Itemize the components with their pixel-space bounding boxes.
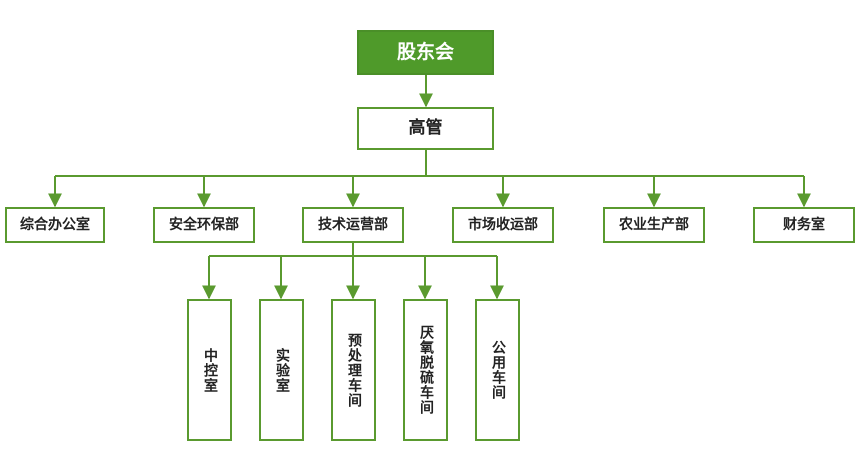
unit-pretreatment-node: 预处理车间 — [331, 299, 376, 441]
shareholders-meeting-node: 股东会 — [357, 30, 494, 75]
senior-management-label: 高管 — [408, 118, 443, 139]
dept-finance-node: 财务室 — [753, 207, 855, 243]
unit-anaerobic-desulfurization-node: 厌氧脱硫车间 — [403, 299, 448, 441]
unit-laboratory-label: 实验室 — [273, 347, 290, 393]
senior-management-node: 高管 — [357, 107, 494, 150]
dept-market-collection-node: 市场收运部 — [452, 207, 554, 243]
unit-utilities-node: 公用车间 — [475, 299, 520, 441]
dept-agriculture-label: 农业生产部 — [619, 216, 689, 233]
dept-agriculture-node: 农业生产部 — [603, 207, 705, 243]
dept-safety-environment-node: 安全环保部 — [153, 207, 255, 243]
unit-utilities-label: 公用车间 — [489, 340, 506, 400]
dept-safety-environment-label: 安全环保部 — [169, 216, 239, 233]
dept-technical-operations-node: 技术运营部 — [302, 207, 404, 243]
dept-general-office-node: 综合办公室 — [5, 207, 105, 243]
unit-laboratory-node: 实验室 — [259, 299, 304, 441]
dept-general-office-label: 综合办公室 — [20, 216, 90, 233]
dept-technical-operations-label: 技术运营部 — [318, 216, 388, 233]
unit-central-control-node: 中控室 — [187, 299, 232, 441]
unit-pretreatment-label: 预处理车间 — [345, 332, 362, 408]
shareholders-meeting-label: 股东会 — [396, 41, 454, 64]
unit-central-control-label: 中控室 — [201, 347, 218, 393]
dept-finance-label: 财务室 — [783, 216, 825, 233]
dept-market-collection-label: 市场收运部 — [468, 216, 538, 233]
unit-anaerobic-desulfurization-label: 厌氧脱硫车间 — [417, 325, 434, 415]
